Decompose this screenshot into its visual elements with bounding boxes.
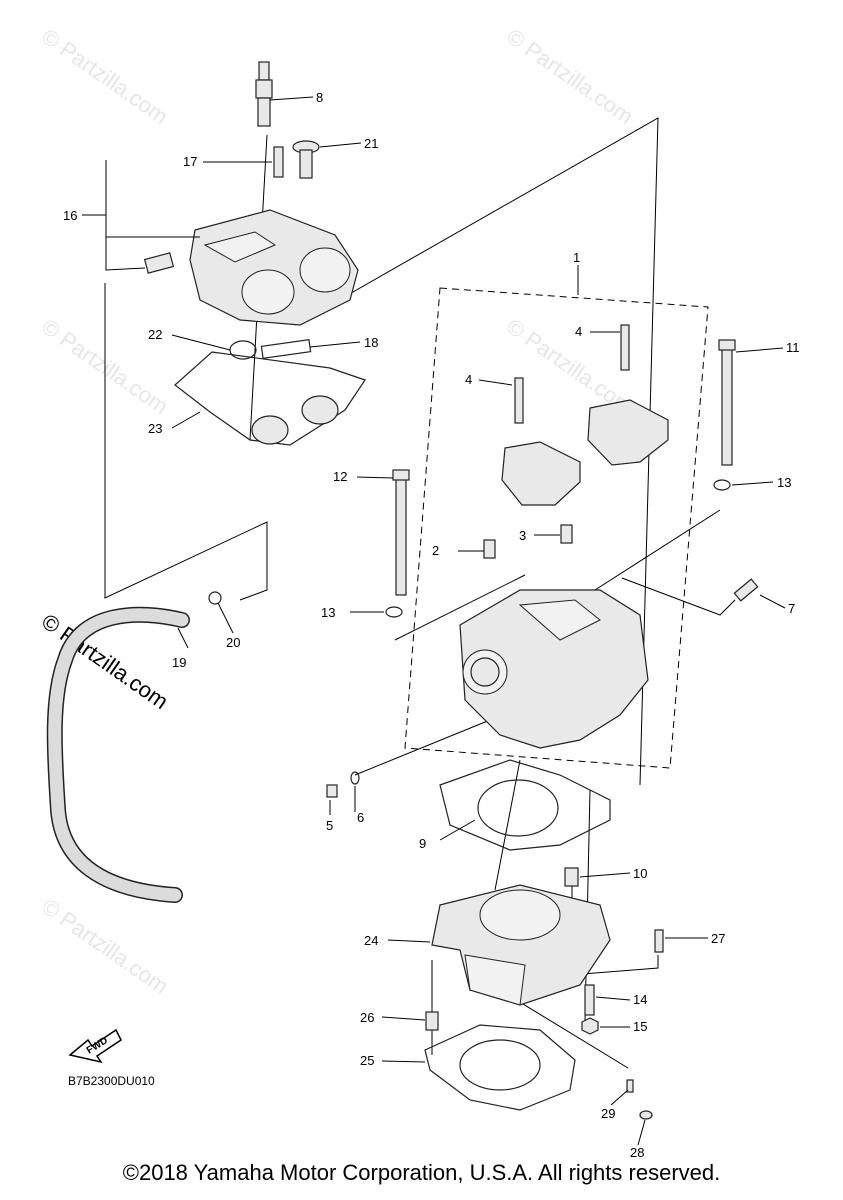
callout-5: 5 xyxy=(326,818,333,833)
fwd-arrow-icon: FWD xyxy=(68,1028,122,1064)
bolt-5 xyxy=(326,784,338,798)
watermark: © Partzilla.com xyxy=(37,24,173,130)
callout-8: 8 xyxy=(316,90,323,105)
nut-15 xyxy=(581,1017,599,1035)
dowel-2 xyxy=(483,539,496,559)
watermark-group: © Partzilla.com © Partzilla.com © Partzi… xyxy=(37,24,638,1000)
bolt-4 xyxy=(514,377,524,424)
bolt-12 xyxy=(395,474,407,596)
bolt-4 xyxy=(620,324,630,371)
bolt-12-head xyxy=(392,469,410,481)
callout-2: 2 xyxy=(432,543,439,558)
callout-29: 29 xyxy=(601,1106,615,1121)
spark-plug xyxy=(255,61,273,127)
head-cover xyxy=(189,209,359,326)
clamp-20 xyxy=(208,591,222,605)
dowel-16 xyxy=(143,252,175,274)
cover-lobe xyxy=(251,415,289,445)
bolt-11 xyxy=(721,344,733,466)
base-gasket-bore xyxy=(459,1039,541,1091)
bolt-28 xyxy=(639,1110,653,1120)
cam-cap xyxy=(587,399,669,466)
callout-24: 24 xyxy=(364,933,378,948)
leader-lines xyxy=(82,96,786,1146)
cylinder xyxy=(431,884,611,1006)
callout-labels: 1 2 3 4 4 5 6 7 8 9 10 11 12 13 13 14 15… xyxy=(63,90,800,1160)
cap-21 xyxy=(292,140,320,179)
callout-6: 6 xyxy=(357,810,364,825)
washer-13 xyxy=(713,479,731,491)
callout-12: 12 xyxy=(333,469,347,484)
callout-22: 22 xyxy=(148,327,162,342)
callout-9: 9 xyxy=(419,836,426,851)
cam-cap xyxy=(501,441,581,506)
callout-11: 11 xyxy=(786,340,800,355)
cylinder-head xyxy=(459,589,649,749)
gasket-bore xyxy=(477,779,559,837)
gasket-23 xyxy=(174,351,366,446)
bolt-17 xyxy=(273,146,284,178)
bolt-11-head xyxy=(718,339,736,351)
callout-28: 28 xyxy=(630,1145,644,1160)
callout-14: 14 xyxy=(633,992,647,1007)
callout-10: 10 xyxy=(633,866,647,881)
callout-19: 19 xyxy=(172,655,186,670)
base-gasket-25 xyxy=(424,1024,576,1111)
callout-3: 3 xyxy=(519,528,526,543)
dowel-26 xyxy=(425,1011,439,1031)
plug-7 xyxy=(733,578,759,602)
callout-26: 26 xyxy=(360,1010,374,1025)
diagram-code: B7B2300DU010 xyxy=(68,1074,155,1088)
gasket-18 xyxy=(260,339,312,359)
cover-lobe xyxy=(301,395,339,425)
callout-13: 13 xyxy=(321,605,335,620)
stud-14 xyxy=(584,984,595,1016)
callout-17: 17 xyxy=(183,154,197,169)
callout-4: 4 xyxy=(575,324,582,339)
hose-19-fill xyxy=(48,608,189,902)
dowel-3 xyxy=(560,524,573,544)
washer-13 xyxy=(385,606,403,618)
watermark: © Partzilla.com xyxy=(37,894,173,1000)
head-gasket-9 xyxy=(439,759,611,851)
callout-16: 16 xyxy=(63,208,77,223)
washer-6 xyxy=(350,771,360,785)
callout-1: 1 xyxy=(573,250,580,265)
dowel-10 xyxy=(564,867,579,887)
callout-13: 13 xyxy=(777,475,791,490)
callout-27: 27 xyxy=(711,931,725,946)
callout-23: 23 xyxy=(148,421,162,436)
callout-15: 15 xyxy=(633,1019,647,1034)
callout-20: 20 xyxy=(226,635,240,650)
pin-29 xyxy=(626,1079,634,1093)
callout-7: 7 xyxy=(788,601,795,616)
callout-4: 4 xyxy=(465,372,472,387)
bolt-27 xyxy=(654,929,664,953)
copyright-notice: ©2018 Yamaha Motor Corporation, U.S.A. A… xyxy=(122,1160,721,1185)
watermark: © Partzilla.com xyxy=(502,24,638,130)
callout-21: 21 xyxy=(364,136,378,151)
callout-18: 18 xyxy=(364,335,378,350)
callout-25: 25 xyxy=(360,1053,374,1068)
